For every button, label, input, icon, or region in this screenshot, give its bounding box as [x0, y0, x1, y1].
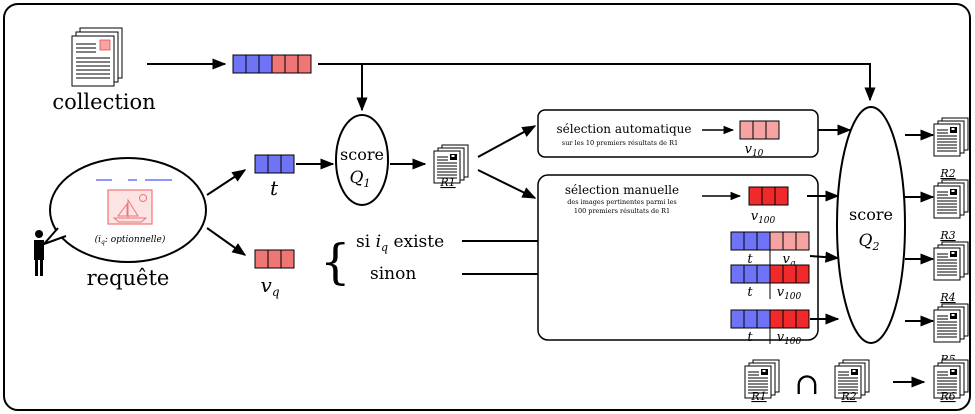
person-icon: [34, 230, 44, 276]
bubble-note: (iq: optionnelle): [95, 234, 166, 246]
t-v100-bottom-t-label: t: [747, 330, 753, 345]
score1-q: Q1: [350, 168, 371, 190]
condition-brace: {: [320, 234, 351, 290]
t-label: t: [270, 176, 279, 200]
score2-label: score: [849, 205, 893, 224]
t-v100-vector: [730, 264, 810, 284]
R1-label: R1: [439, 176, 455, 189]
v100-label: v100: [751, 209, 776, 226]
R4-docs-icon: [933, 241, 969, 281]
t-vq-t-label: t: [747, 252, 753, 267]
collection-label: collection: [52, 90, 155, 114]
arrow-vector-to-score2: [318, 63, 876, 102]
v10-label: v10: [745, 142, 764, 159]
collection-docs-icon: [71, 27, 123, 87]
score2-q: Q2: [859, 231, 880, 253]
R5-docs-icon: [933, 303, 969, 343]
manual-selection-subtitle-1: des images pertinentes parmi les: [567, 198, 677, 206]
manual-selection-subtitle-2: 100 premiers résultats de R1: [574, 207, 670, 215]
t-v100-vector-bottom: [730, 309, 810, 329]
R1-bottom-label: R1: [750, 390, 766, 403]
auto-selection-title: sélection automatique: [557, 122, 692, 136]
vq-label: vq: [261, 273, 280, 299]
t-vq-vector: [730, 231, 810, 251]
collection-vector: [232, 54, 312, 74]
R3-docs-icon: [933, 179, 969, 219]
auto-selection-subtitle: sur les 10 premiers résultats de R1: [562, 139, 678, 147]
t-vector: [254, 154, 295, 174]
R6-label: R6: [939, 390, 955, 403]
score1-label: score: [340, 145, 384, 164]
query-label: requête: [87, 266, 170, 290]
condition-if: si iq existe: [356, 232, 444, 254]
R3-label: R3: [939, 229, 955, 242]
R2-bottom-label: R2: [840, 390, 856, 403]
score2-node: [836, 106, 906, 344]
arrow-query-to-vq: [206, 227, 247, 256]
t-v100-t-label: t: [747, 285, 753, 300]
t-v100-bottom-v100-label: v100: [777, 330, 802, 347]
v10-vector: [739, 120, 780, 140]
manual-selection-title: sélection manuelle: [565, 183, 679, 197]
arrow-query-to-t: [206, 169, 247, 196]
R2-label: R2: [939, 167, 955, 180]
condition-else: sinon: [370, 264, 416, 284]
vq-vector: [254, 249, 295, 269]
outer-frame: [3, 3, 971, 411]
arrow-R1-to-manual: [477, 169, 537, 199]
t-vq-vq-label: vq: [782, 252, 795, 269]
query-image-icon: [107, 189, 153, 225]
score1-node: [335, 114, 389, 206]
R4-label: R4: [939, 291, 955, 304]
t-v100-v100-label: v100: [777, 285, 802, 302]
R2-docs-icon: [933, 117, 969, 157]
arrow-R1-to-auto: [477, 125, 537, 158]
intersection-symbol: ∩: [794, 367, 819, 402]
arrow-t-vq-to-score2: [809, 251, 840, 263]
v100-vector: [748, 186, 789, 206]
